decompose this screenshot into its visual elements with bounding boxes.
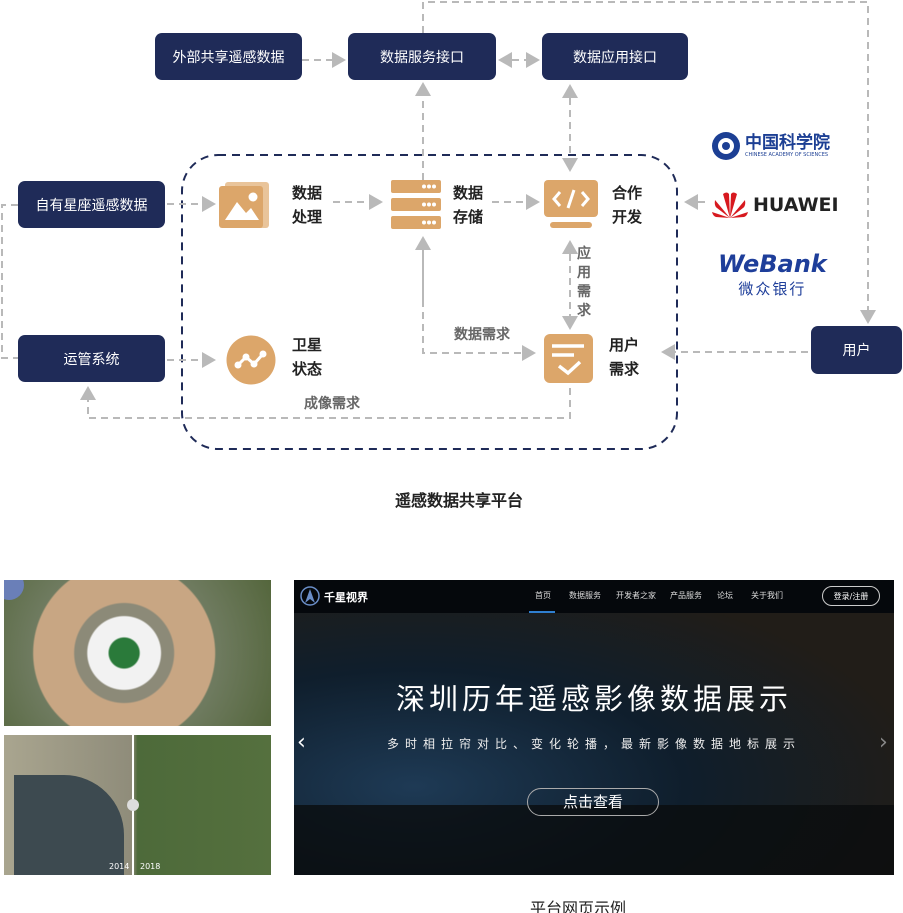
satellite-status-icon [226, 335, 276, 385]
external-data-node: 外部共享遥感数据 [155, 33, 302, 80]
bottom-dark-band [294, 805, 894, 875]
platform-boundary [181, 154, 678, 450]
webank-wordmark: WeBank [718, 250, 827, 278]
swipe-handle[interactable] [127, 799, 139, 811]
nav-data-service[interactable]: 数据服务 [569, 591, 601, 600]
data-demand-label: 数据需求 [454, 327, 510, 343]
imaging-demand-label: 成像需求 [304, 396, 360, 412]
cooperative-dev-label: 合作开发 [612, 184, 643, 226]
web-nav-bar: 千星视界 首页 数据服务 开发者之家 产品服务 论坛 关于我们 登录/注册 [294, 580, 894, 613]
platform-caption: 遥感数据共享平台 [395, 491, 524, 510]
user-demand-icon [544, 334, 593, 383]
data-app-api-node: 数据应用接口 [542, 33, 688, 80]
comparison-swipe-image[interactable]: 2014 2018 [4, 735, 271, 875]
nav-forum[interactable]: 论坛 [717, 591, 733, 600]
data-processing-label: 数据处理 [292, 184, 323, 226]
huawei-petal-icon [712, 192, 748, 218]
cas-emblem-icon [712, 132, 740, 160]
user-node: 用户 [811, 326, 902, 374]
web-headline: 深圳历年遥感影像数据展示 [395, 682, 792, 716]
server-icon [391, 180, 441, 229]
nav-products[interactable]: 产品服务 [670, 591, 702, 600]
nav-about[interactable]: 关于我们 [751, 591, 783, 600]
view-button[interactable]: 点击查看 [527, 788, 659, 816]
app-demand-label: 应用需求 [577, 246, 591, 319]
login-button[interactable]: 登录/注册 [822, 586, 880, 606]
code-monitor-icon [544, 180, 598, 228]
next-slide-icon[interactable]: › [879, 730, 888, 755]
web-subline: 多时相拉帘对比、变化轮播，最新影像数据地标展示 [386, 737, 801, 751]
cas-logo: 中国科学院 CHINESE ACADEMY OF SCIENCES [711, 131, 830, 161]
brand-logo-icon [300, 586, 320, 606]
platform-webpage-screenshot: 千星视界 首页 数据服务 开发者之家 产品服务 论坛 关于我们 登录/注册 深圳… [294, 580, 894, 875]
satellite-status-label: 卫星状态 [292, 336, 323, 378]
prev-slide-icon[interactable]: ‹ [297, 730, 306, 755]
huawei-logo: HUAWEI [711, 190, 839, 220]
nav-developer[interactable]: 开发者之家 [616, 591, 656, 600]
stadium-satellite-image [4, 580, 271, 726]
webank-logo: WeBank 微众银行 [718, 250, 827, 298]
data-service-api-node: 数据服务接口 [348, 33, 496, 80]
nav-home[interactable]: 首页 [535, 591, 551, 600]
user-demand-label: 用户需求 [609, 336, 640, 378]
image-icon [219, 182, 269, 228]
data-storage-label: 数据存储 [453, 184, 484, 226]
examples-caption: 平台网页示例 [530, 899, 627, 913]
own-constellation-node: 自有星座遥感数据 [18, 181, 165, 228]
ops-system-node: 运管系统 [18, 335, 165, 382]
